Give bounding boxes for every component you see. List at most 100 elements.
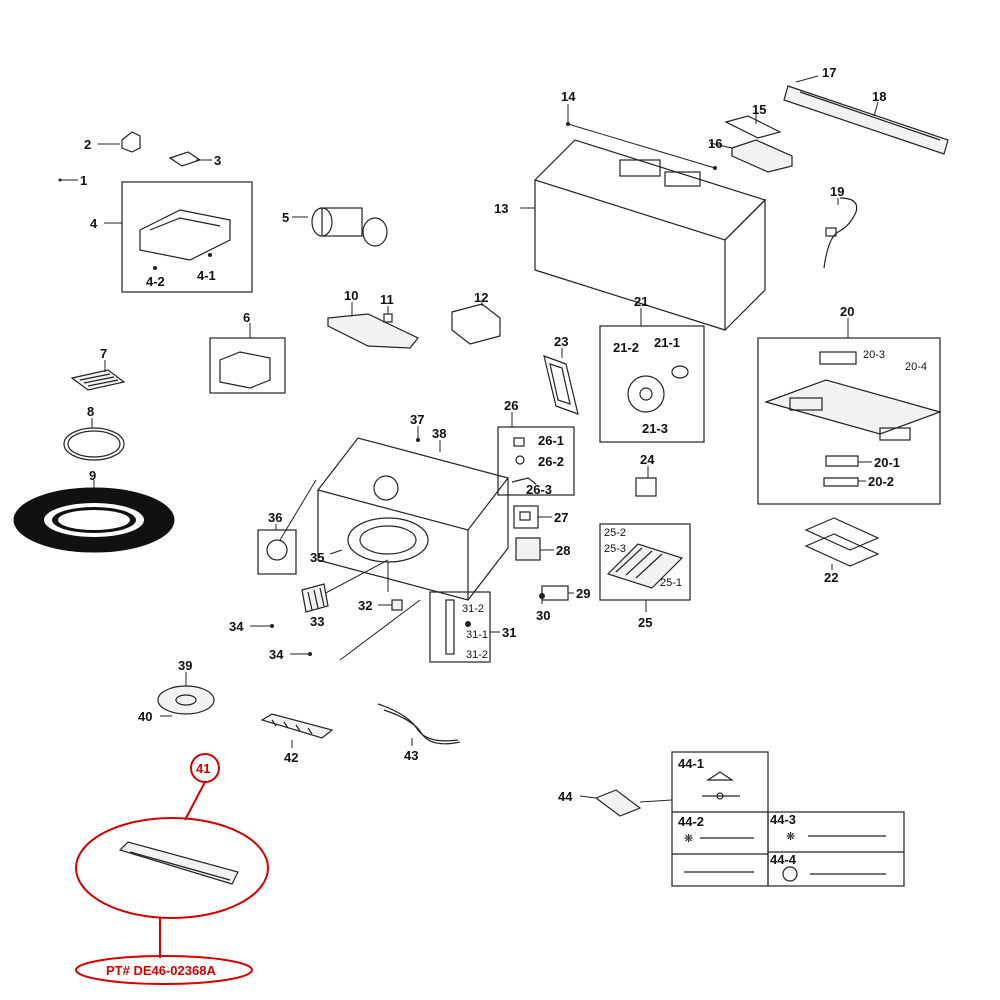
label-33: 33 [310, 614, 324, 629]
part-32: 32 [358, 598, 403, 613]
label-26-1: 26-1 [538, 433, 564, 448]
part-26-group: 26 26-1 26-2 26-3 [497, 398, 575, 497]
label-3: 3 [214, 153, 221, 168]
label-44: 44 [558, 789, 573, 804]
label-20-3: 20-3 [863, 349, 885, 361]
part-30: 30 [536, 593, 550, 623]
label-25: 25 [638, 615, 652, 630]
part-39: 39 [157, 658, 215, 715]
part-23: 23 [543, 334, 579, 415]
label-20-1: 20-1 [874, 455, 900, 470]
label-20-4: 20-4 [905, 361, 927, 373]
part-34-a: 34 [229, 619, 274, 634]
part-18: 18 [783, 85, 949, 155]
part-31-group: 31-2 31-1 31-2 31 [429, 591, 516, 663]
callout-41-ellipse [75, 817, 269, 919]
label-17: 17 [822, 65, 836, 80]
label-25-2: 25-2 [604, 527, 626, 539]
label-21: 21 [634, 294, 648, 309]
part-29: 29 [541, 585, 590, 601]
label-35: 35 [310, 550, 324, 565]
label-18: 18 [872, 89, 886, 104]
part-14: 14 [561, 89, 717, 170]
part-4-group: 4 4-1 4-2 [90, 181, 253, 293]
part-22: 22 [804, 517, 880, 585]
part-34-b: 34 [269, 647, 312, 662]
part-16: 16 [708, 136, 793, 173]
part-41-callout: 41 PT# DE46-02368A [75, 753, 269, 985]
label-25-3: 25-3 [604, 543, 626, 555]
part-3: 3 [168, 151, 221, 168]
label-25-1: 25-1 [660, 577, 682, 589]
part-28: 28 [515, 537, 570, 561]
label-19: 19 [830, 184, 844, 199]
part-21-group: 21 21-2 21-1 21-3 [599, 294, 705, 443]
label-26-3: 26-3 [526, 482, 552, 497]
part-9: 9 [13, 468, 175, 553]
label-16: 16 [708, 136, 722, 151]
part-37: 37 [410, 412, 424, 442]
main-cavity [279, 437, 510, 661]
screw-head-44-2: ❋ [684, 833, 693, 845]
label-4: 4 [90, 216, 98, 231]
part-1: 1 [58, 173, 87, 188]
part-5: 5 [282, 207, 388, 247]
label-20: 20 [840, 304, 854, 319]
label-38: 38 [432, 426, 446, 441]
label-31-2a: 31-2 [462, 603, 484, 615]
part-38: 38 [432, 426, 446, 452]
part-17: 17 [795, 65, 836, 83]
part-10: 10 [327, 288, 419, 349]
part-19: 19 [823, 184, 858, 269]
part-12: 12 [451, 290, 501, 345]
label-31: 31 [502, 625, 516, 640]
label-29: 29 [576, 586, 590, 601]
part-7: 7 [70, 346, 126, 391]
label-42: 42 [284, 750, 298, 765]
label-2: 2 [84, 137, 91, 152]
label-13: 13 [494, 201, 508, 216]
screw-head-44-3: ❋ [786, 831, 795, 843]
label-26-2: 26-2 [538, 454, 564, 469]
label-44-1: 44-1 [678, 756, 704, 771]
label-36: 36 [268, 510, 282, 525]
label-1: 1 [80, 173, 87, 188]
label-5: 5 [282, 210, 289, 225]
part-2: 2 [84, 131, 141, 153]
label-24: 24 [640, 452, 655, 467]
label-28: 28 [556, 543, 570, 558]
label-22: 22 [824, 570, 838, 585]
part-8: 8 [63, 404, 125, 461]
label-44-4: 44-4 [770, 852, 797, 867]
label-21-1: 21-1 [654, 335, 680, 350]
label-7: 7 [100, 346, 107, 361]
label-4-2: 4-2 [146, 274, 165, 289]
part-number-badge [75, 955, 253, 985]
label-34-a: 34 [229, 619, 244, 634]
label-44-3: 44-3 [770, 812, 796, 827]
label-31-1: 31-1 [466, 629, 488, 641]
label-31-2b: 31-2 [466, 649, 488, 661]
part-6: 6 [209, 310, 286, 394]
part-15: 15 [724, 102, 782, 139]
label-27: 27 [554, 510, 568, 525]
part-number-text: PT# DE46-02368A [106, 963, 216, 978]
part-33: 33 [301, 583, 329, 629]
label-21-2: 21-2 [613, 340, 639, 355]
part-40: 40 [138, 709, 172, 724]
label-40: 40 [138, 709, 152, 724]
part-35: 35 [310, 549, 343, 565]
label-44-2: 44-2 [678, 814, 704, 829]
part-42: 42 [260, 713, 334, 765]
label-37: 37 [410, 412, 424, 427]
part-44-group: 44 44-1 44-2 ❋ 44-3 ❋ 44-4 [558, 751, 905, 887]
part-36: 36 [257, 510, 297, 575]
label-39: 39 [178, 658, 192, 673]
label-26: 26 [504, 398, 518, 413]
label-11: 11 [380, 292, 394, 307]
label-14: 14 [561, 89, 576, 104]
part-13: 13 [494, 139, 767, 331]
part-43: 43 [377, 703, 461, 763]
label-43: 43 [404, 748, 418, 763]
